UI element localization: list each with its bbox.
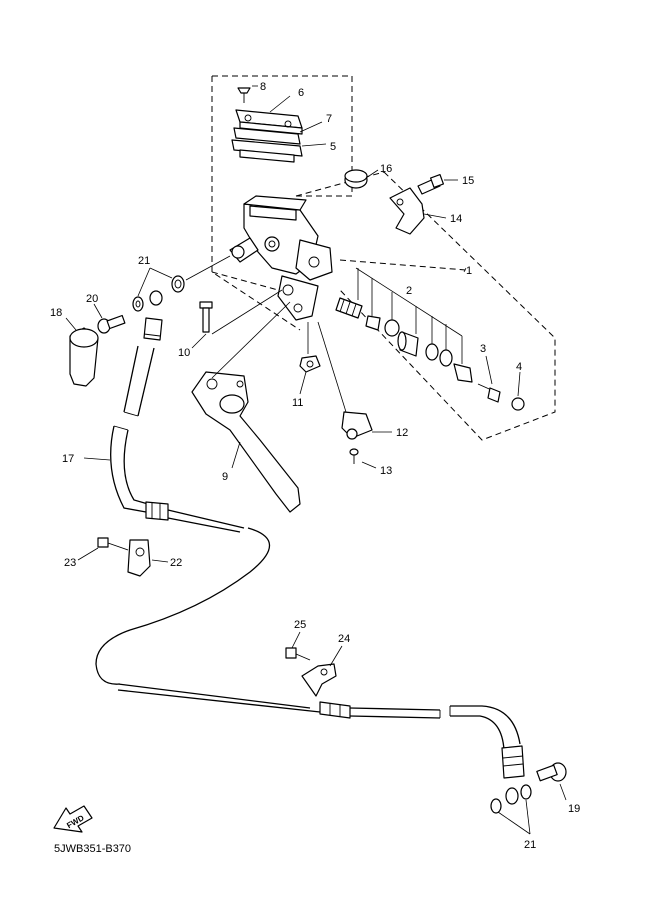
holder-14 (389, 187, 425, 235)
piston-boot (453, 363, 473, 383)
callout-19: 19 (568, 803, 580, 815)
callout-12: 12 (396, 427, 408, 439)
reservoir-diaphragm (231, 139, 303, 163)
callout-23: 23 (64, 557, 76, 569)
piston-spring (335, 297, 363, 319)
bolt-23 (97, 537, 129, 551)
callout-8: 8 (260, 81, 266, 93)
hose-route-line (95, 527, 311, 709)
callout-5: 5 (330, 141, 336, 153)
callout-25: 25 (294, 619, 306, 631)
union-bolt-20 (97, 314, 126, 334)
callout-14: 14 (450, 213, 462, 225)
hose-clamp-22 (127, 539, 151, 577)
screw-13 (349, 448, 359, 464)
callout-1: 1 (466, 265, 472, 277)
callout-21-lower: 21 (524, 839, 536, 851)
callout-11: 11 (292, 397, 303, 409)
brake-lever (191, 371, 301, 513)
callout-17: 17 (62, 453, 74, 465)
switch-12 (341, 411, 373, 440)
nut-11 (299, 355, 321, 373)
callout-24: 24 (338, 633, 350, 645)
piston-cup-1 (384, 319, 400, 337)
callout-2: 2 (406, 285, 412, 297)
copper-washer-upper-1 (171, 275, 185, 293)
callout-4: 4 (516, 361, 522, 373)
diagram-code: 5JWB351-B370 (54, 843, 131, 855)
callout-9: 9 (222, 471, 228, 483)
hose-route-line-2 (117, 689, 321, 713)
piston (397, 331, 419, 357)
bolt-25 (285, 647, 311, 661)
hose-guide-24 (301, 663, 337, 697)
fwd-arrow-icon: FWD (53, 805, 93, 833)
callout-13: 13 (380, 465, 392, 477)
bolt-15 (417, 173, 445, 195)
rubber-boot-18 (69, 327, 99, 387)
callout-7: 7 (326, 113, 332, 125)
callout-15: 15 (462, 175, 474, 187)
pivot-bolt-10 (199, 301, 213, 333)
nut-4 (511, 397, 525, 411)
reservoir-cap (235, 109, 303, 135)
copper-washer-upper-2 (132, 296, 144, 312)
callout-16: 16 (380, 163, 392, 175)
brake-hose-lower (319, 701, 525, 805)
piston-assembly-box (211, 171, 556, 441)
callout-3: 3 (480, 343, 486, 355)
dust-cap-16 (344, 169, 368, 189)
piston-clip (365, 315, 381, 331)
master-cylinder-body (229, 195, 333, 321)
callout-21-upper: 21 (138, 255, 150, 267)
callout-22: 22 (170, 557, 182, 569)
callout-6: 6 (298, 87, 304, 99)
callout-10: 10 (178, 347, 190, 359)
piston-cup-3 (439, 349, 453, 367)
union-bolt-19 (536, 762, 567, 782)
reservoir-diaphragm-plate (233, 127, 301, 145)
brake-hose-17 (110, 290, 245, 533)
piston-cup-2 (425, 343, 439, 361)
callout-18: 18 (50, 307, 62, 319)
copper-washer-lower-1 (490, 798, 502, 814)
piston-dashed-edge (339, 259, 467, 271)
callout-20: 20 (86, 293, 98, 305)
reservoir-cap-screw (237, 87, 251, 103)
copper-washer-lower-2 (520, 784, 532, 800)
push-rod-3 (477, 383, 501, 403)
